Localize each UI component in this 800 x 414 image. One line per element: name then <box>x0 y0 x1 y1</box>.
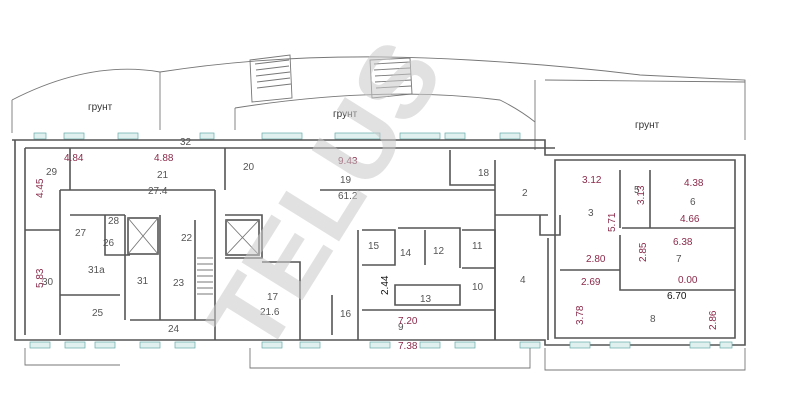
room-areas: 27.4 61.2 21.6 <box>148 186 358 318</box>
dimension-label: 9.43 <box>338 156 358 167</box>
room-number: 31а <box>88 265 105 276</box>
room-number: 21 <box>157 170 169 181</box>
room-number: 18 <box>478 168 490 179</box>
room-number: 25 <box>92 308 104 319</box>
room-number: 16 <box>340 309 352 320</box>
dimension-label: 3.13 <box>636 185 647 205</box>
dimension-label: 4.66 <box>680 214 700 225</box>
dimension-label: 5.71 <box>607 212 618 232</box>
room-number: 20 <box>243 162 255 173</box>
dimension-label: 4.88 <box>154 153 174 164</box>
room-number: 9 <box>398 322 404 333</box>
room-number: 8 <box>650 314 656 325</box>
dimension-label: 7.38 <box>398 341 418 352</box>
room-number: 32 <box>180 137 192 148</box>
dimension-label: 2.69 <box>581 277 601 288</box>
room-number: 10 <box>472 282 484 293</box>
room-number: 24 <box>168 324 180 335</box>
room-number: 14 <box>400 248 412 259</box>
room-number: 11 <box>472 241 483 252</box>
dimension-label: 2.44 <box>380 275 391 295</box>
top-windows <box>33 132 521 140</box>
room-number: 31 <box>137 276 149 287</box>
room-numbers: 32 29 21 20 19 18 2 5 6 3 28 27 26 22 15… <box>42 137 696 335</box>
ground-label-left: грунт <box>88 102 113 113</box>
outer-walls <box>12 139 746 346</box>
room-number: 27 <box>75 228 87 239</box>
room-area: 27.4 <box>148 186 168 197</box>
ground-outline <box>11 56 746 150</box>
room-number: 13 <box>420 294 432 305</box>
room-number: 26 <box>103 238 115 249</box>
room-number: 4 <box>520 275 526 286</box>
room-number: 7 <box>676 254 682 265</box>
dimension-label: 3.12 <box>582 175 602 186</box>
dimensions: 4.84 4.88 9.43 3.12 4.38 4.66 6.38 2.80 … <box>35 153 719 352</box>
dimension-label: 5.83 <box>35 268 46 288</box>
dimension-label: 4.45 <box>35 178 46 198</box>
dimension-label: 6.70 <box>667 291 687 302</box>
watermark: TELUS <box>186 22 465 373</box>
dimension-label: 2.86 <box>708 310 719 330</box>
room-number: 28 <box>108 216 120 227</box>
room-area: 21.6 <box>260 307 280 318</box>
dimension-label: 4.84 <box>64 153 84 164</box>
ground-label-right: грунт <box>635 120 660 131</box>
room-number: 22 <box>181 233 193 244</box>
north-stairs <box>249 54 413 103</box>
room-area: 61.2 <box>338 191 358 202</box>
room-number: 15 <box>368 241 380 252</box>
dimension-label: 2.85 <box>638 242 649 262</box>
dimension-label: 0.00 <box>678 275 698 286</box>
room-number: 17 <box>267 292 279 303</box>
room-number: 19 <box>340 175 352 186</box>
room-number: 6 <box>690 197 696 208</box>
room-number: 29 <box>46 167 58 178</box>
dimension-label: 6.38 <box>673 237 693 248</box>
room-number: 12 <box>433 246 445 257</box>
room-number: 3 <box>588 208 594 219</box>
dimension-label: 2.80 <box>586 254 606 265</box>
interior-walls <box>24 148 735 340</box>
room-number: 30 <box>42 277 54 288</box>
dimension-label: 3.78 <box>575 305 586 325</box>
room-number: 2 <box>522 188 528 199</box>
bottom-windows <box>24 341 746 371</box>
dimension-label: 4.38 <box>684 178 704 189</box>
room-number: 23 <box>173 278 185 289</box>
room-number: 5 <box>634 185 640 196</box>
elevator-shafts <box>127 217 260 295</box>
dimension-label: 7.20 <box>398 316 418 327</box>
ground-label-center: грунт <box>333 109 358 120</box>
